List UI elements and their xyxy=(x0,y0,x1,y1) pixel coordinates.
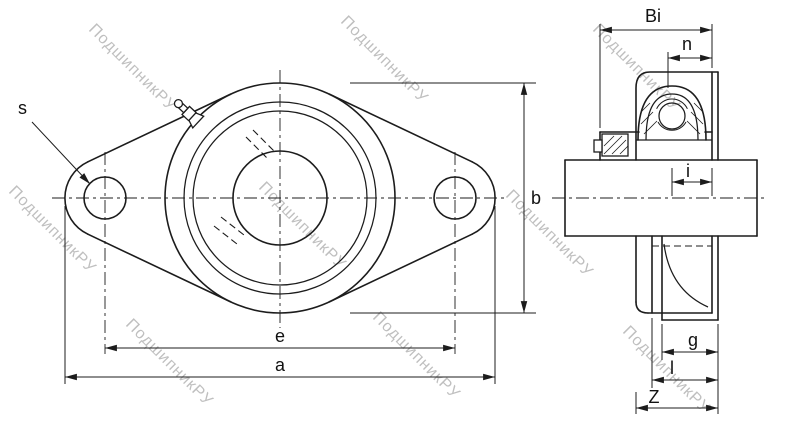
dim-label-Bi: Bi xyxy=(645,6,661,26)
dim-s: s xyxy=(18,98,91,185)
dim-label-s: s xyxy=(18,98,27,118)
bore-circle xyxy=(232,150,328,246)
dim-n: n xyxy=(667,34,712,88)
grease-fitting-icon xyxy=(173,98,205,130)
dim-label-Z: Z xyxy=(649,387,660,407)
dim-Bi: Bi xyxy=(599,6,713,128)
casting-curve xyxy=(663,243,709,308)
dim-label-i: i xyxy=(686,161,690,181)
watermark-text: ПодшипникРУ xyxy=(619,323,713,417)
front-view: s b e a xyxy=(18,70,541,384)
dim-g: g xyxy=(661,324,719,414)
bearing-ball xyxy=(658,102,686,130)
dim-label-g: g xyxy=(688,330,698,350)
watermark-layer: ПодшипникРУ ПодшипникРУ ПодшипникРУ Подш… xyxy=(5,13,713,417)
outer-circle xyxy=(164,82,396,314)
section-hatching xyxy=(640,102,704,135)
centerlines xyxy=(52,70,508,354)
watermark-text: ПодшипникРУ xyxy=(5,183,99,277)
dim-label-b: b xyxy=(531,188,541,208)
dim-label-n: n xyxy=(682,34,692,54)
watermark-text: ПодшипникРУ xyxy=(337,13,431,107)
watermark-text: ПодшипникРУ xyxy=(369,309,463,403)
side-view: Bi n i g l xyxy=(552,6,768,414)
flange-outline xyxy=(64,93,496,303)
dim-a: a xyxy=(64,206,496,384)
set-screw-section xyxy=(593,133,629,157)
dim-Z: Z xyxy=(635,387,718,414)
dim-label-e: e xyxy=(275,326,285,346)
housing-section xyxy=(635,71,719,321)
bearing-section xyxy=(593,85,713,161)
set-screw-marks xyxy=(213,129,276,245)
bolt-hole-right xyxy=(433,176,477,220)
watermark-text: ПодшипникРУ xyxy=(122,316,216,410)
watermark-text: ПодшипникРУ xyxy=(502,187,596,281)
dim-b: b xyxy=(350,82,541,314)
watermark-text: ПодшипникРУ xyxy=(255,179,349,273)
dim-e: e xyxy=(105,326,455,352)
shaft xyxy=(552,159,768,237)
dim-label-l: l xyxy=(670,358,674,378)
housing-circles xyxy=(164,82,396,314)
bolt-hole-left xyxy=(83,176,127,220)
dim-i: i xyxy=(671,161,713,196)
dim-label-a: a xyxy=(275,355,286,375)
dim-l: l xyxy=(651,318,718,388)
watermark-text: ПодшипникРУ xyxy=(85,21,179,115)
